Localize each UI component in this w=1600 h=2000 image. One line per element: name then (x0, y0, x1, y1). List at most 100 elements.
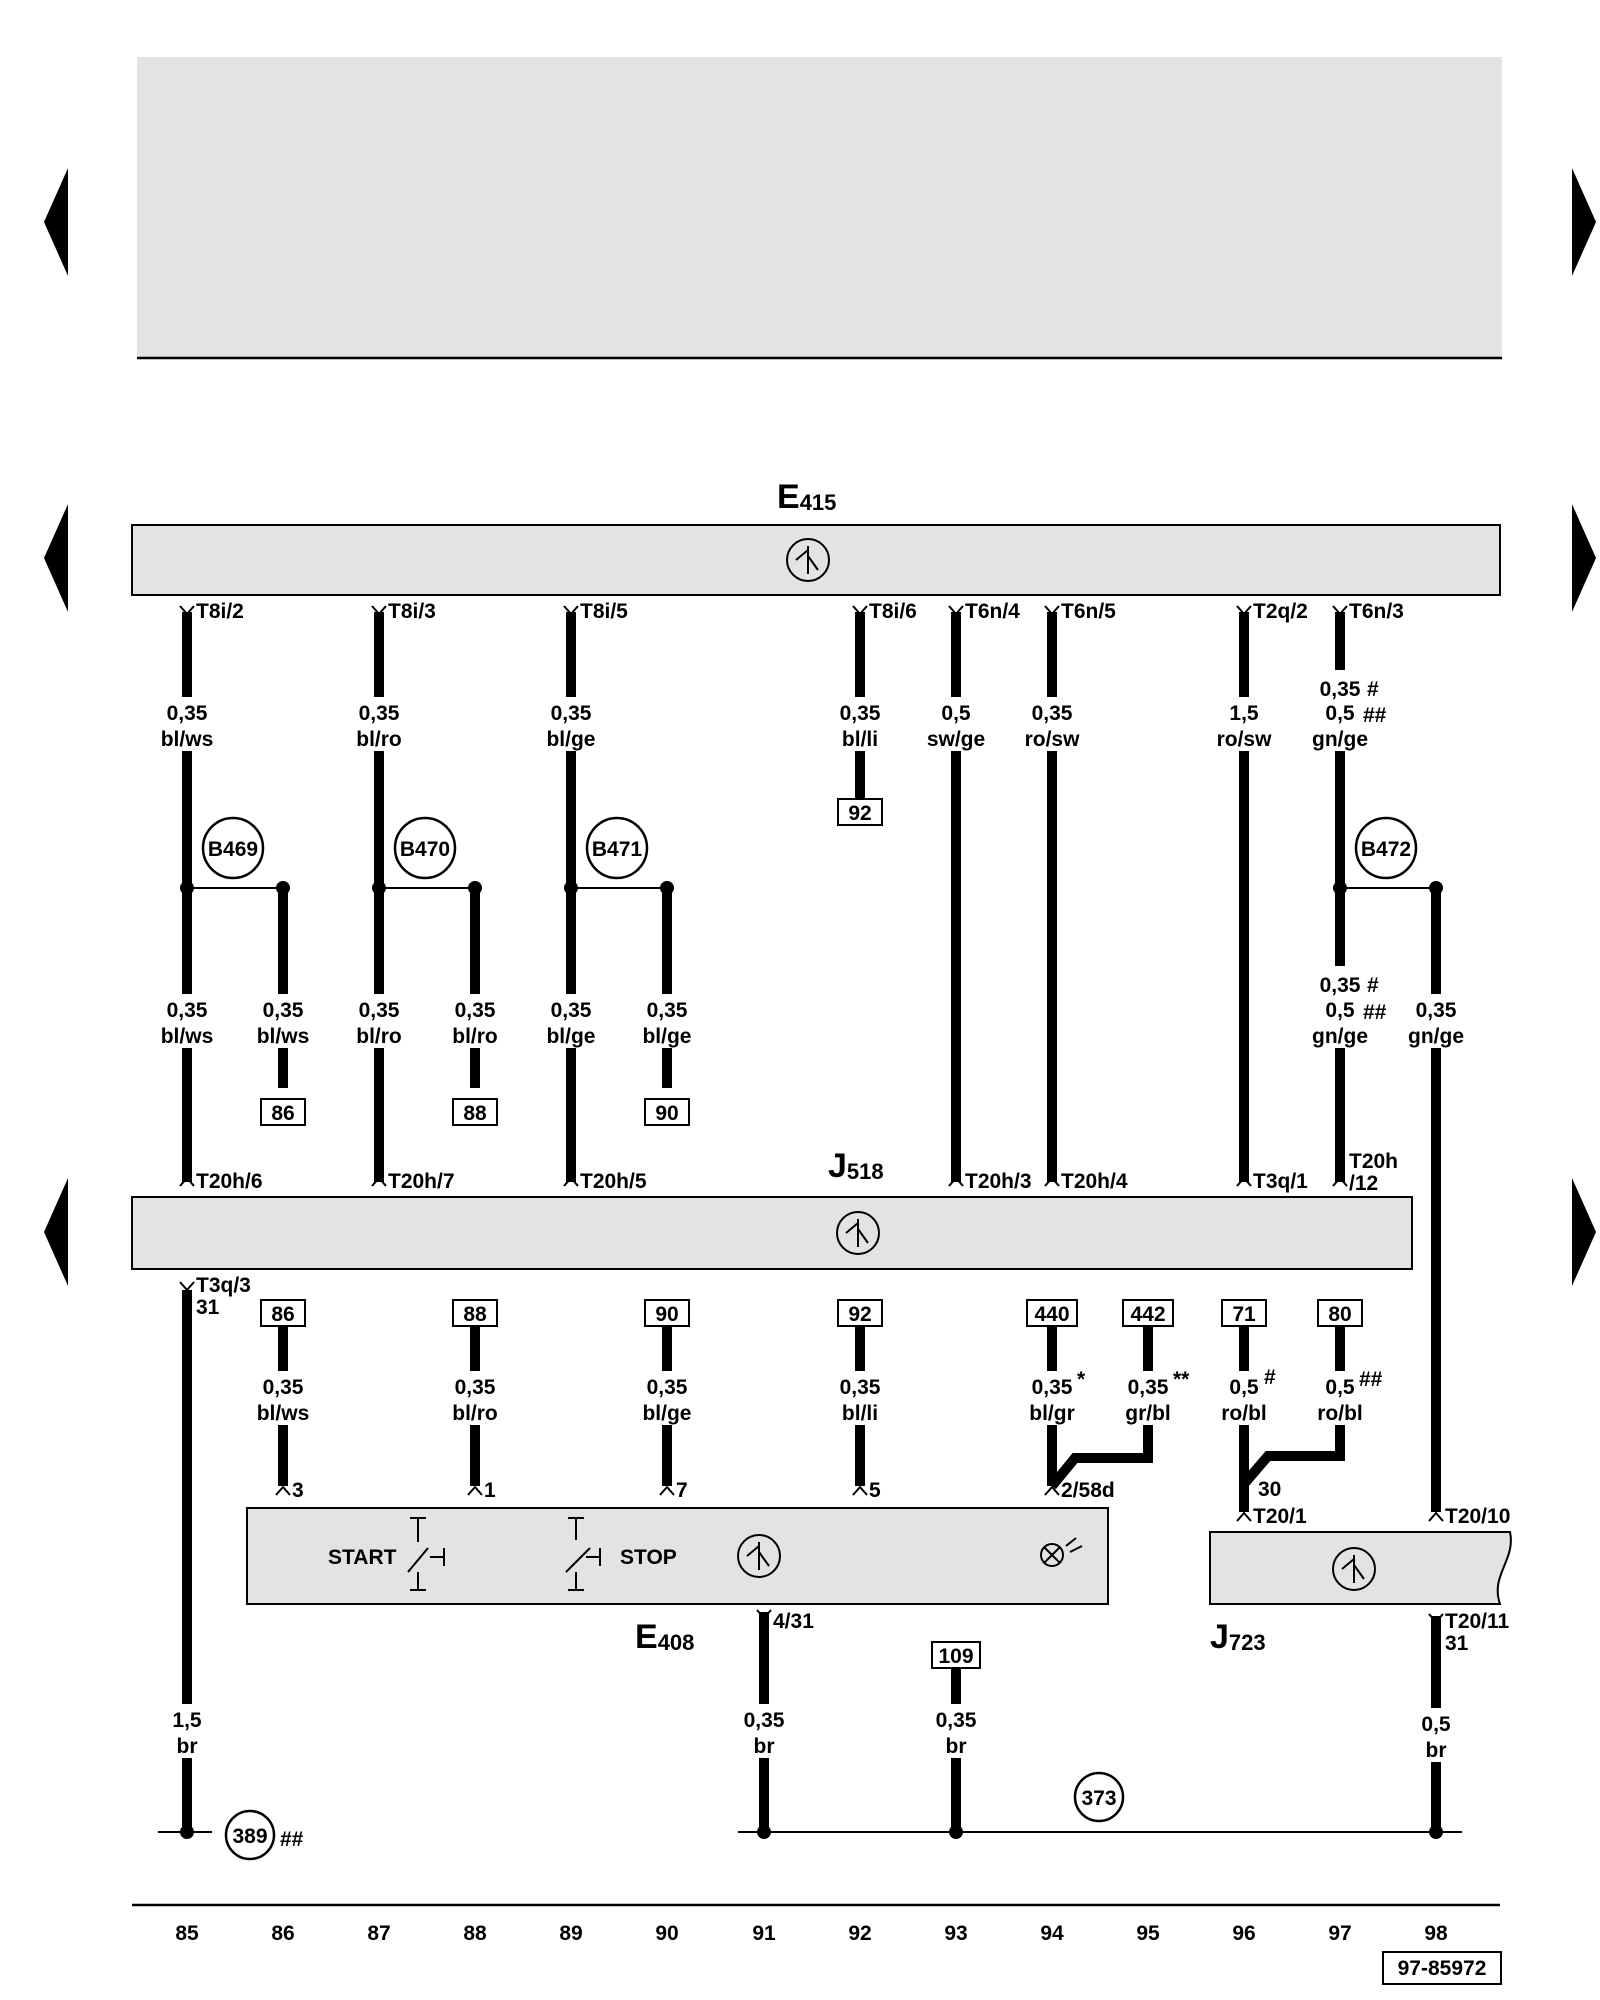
svg-text:92: 92 (848, 1303, 871, 1326)
e408-start-label: START (328, 1546, 397, 1569)
svg-text:0,35: 0,35 (840, 702, 881, 725)
svg-text:bl/ge: bl/ge (546, 728, 595, 751)
svg-text:94: 94 (1040, 1922, 1064, 1945)
svg-text:0,35: 0,35 (263, 1376, 304, 1399)
svg-text:0,5: 0,5 (1325, 999, 1355, 1022)
e415-label: E415 (777, 478, 836, 516)
j518-top-pin-arrows (179, 1176, 1348, 1187)
svg-text:440: 440 (1034, 1303, 1069, 1326)
e408-label: E408 (635, 1618, 694, 1656)
ref-box-109[interactable]: 109 (931, 1641, 981, 1669)
header-grey-panel (137, 57, 1502, 357)
svg-text:86: 86 (271, 1102, 294, 1125)
j723-pin-31: 31 (1445, 1632, 1469, 1655)
connector-b469: B469 (201, 816, 265, 880)
j518-pin-1: T20h/6 (196, 1170, 263, 1193)
e408-electronic-symbol-icon (737, 1534, 781, 1578)
e415-electronic-symbol-icon (786, 538, 830, 582)
svg-text:br: br (177, 1735, 198, 1758)
svg-text:**: ** (1173, 1368, 1190, 1391)
svg-text:*: * (1077, 1368, 1086, 1391)
j723-bottom-pin-arrow (1428, 1613, 1444, 1624)
prev-page-arrow-2[interactable] (44, 504, 68, 612)
svg-text:97-85972: 97-85972 (1398, 1957, 1487, 1980)
svg-text:109: 109 (938, 1645, 973, 1668)
svg-text:0,35: 0,35 (167, 702, 208, 725)
e415-pin-6: T6n/5 (1061, 600, 1116, 623)
svg-text:373: 373 (1081, 1787, 1116, 1810)
j518-bottom-pin: T3q/3 (196, 1274, 251, 1297)
ground-point-389: 389 ## (224, 1809, 304, 1861)
e415-pin-5: T6n/4 (965, 600, 1020, 623)
svg-text:##: ## (1363, 1001, 1387, 1024)
svg-text:bl/gr: bl/gr (1029, 1402, 1075, 1425)
svg-text:0,35: 0,35 (647, 999, 688, 1022)
e415-pin-4: T8i/6 (869, 600, 917, 623)
svg-text:88: 88 (463, 1922, 487, 1945)
j518-pin-7b: /12 (1349, 1172, 1378, 1195)
svg-text:0,35: 0,35 (359, 702, 400, 725)
ref-box-86-top[interactable]: 86 (260, 1098, 306, 1126)
svg-text:87: 87 (367, 1922, 390, 1945)
svg-text:0,35: 0,35 (359, 999, 400, 1022)
svg-text:gn/ge: gn/ge (1408, 1025, 1464, 1048)
svg-text:0,35: 0,35 (1320, 974, 1361, 997)
e415-pin-3: T8i/5 (580, 600, 628, 623)
svg-text:bl/ws: bl/ws (161, 1025, 214, 1048)
svg-text:86: 86 (271, 1303, 294, 1326)
ref-box-92-top[interactable]: 92 (837, 798, 883, 826)
next-page-arrow-1[interactable] (1572, 168, 1596, 276)
svg-text:0,5: 0,5 (1229, 1376, 1259, 1399)
j723-pin-t20-11: T20/11 (1445, 1610, 1510, 1633)
svg-text:B470: B470 (400, 838, 450, 861)
svg-text:gr/bl: gr/bl (1125, 1402, 1171, 1425)
svg-text:bl/ge: bl/ge (642, 1402, 691, 1425)
svg-text:B472: B472 (1361, 838, 1411, 861)
j518-pin-5: T20h/4 (1061, 1170, 1128, 1193)
e408-pin-4-31: 4/31 (773, 1610, 814, 1633)
svg-text:0,35: 0,35 (1320, 678, 1361, 701)
svg-text:bl/ro: bl/ro (356, 728, 402, 751)
e415-pin-1: T8i/2 (196, 600, 244, 623)
svg-text:0,35: 0,35 (840, 1376, 881, 1399)
svg-text:B471: B471 (592, 838, 643, 861)
e415-pin-7: T2q/2 (1253, 600, 1308, 623)
svg-text:0,35: 0,35 (1128, 1376, 1169, 1399)
svg-text:88: 88 (463, 1102, 487, 1125)
ref-boxes-bottom[interactable]: 86 88 90 92 440 442 71 80 (260, 1299, 1363, 1327)
ref-box-88-top[interactable]: 88 (452, 1098, 498, 1126)
ground-point-373: 373 (1073, 1771, 1125, 1823)
e408-pin-arrows (275, 1485, 1444, 1522)
svg-text:0,35: 0,35 (455, 1376, 496, 1399)
svg-text:0,35: 0,35 (1416, 999, 1457, 1022)
connector-b472: B472 (1354, 816, 1418, 880)
ground-connections (158, 1825, 1462, 1839)
svg-text:##: ## (1359, 1368, 1383, 1391)
svg-text:gn/ge: gn/ge (1312, 728, 1368, 751)
svg-text:442: 442 (1130, 1303, 1165, 1326)
svg-text:br: br (1426, 1739, 1447, 1762)
connector-b471: B471 (585, 816, 649, 880)
svg-text:91: 91 (752, 1922, 776, 1945)
svg-text:bl/ge: bl/ge (642, 1025, 691, 1048)
svg-text:#: # (1367, 974, 1379, 997)
svg-text:br: br (946, 1735, 967, 1758)
prev-page-arrow-1[interactable] (44, 168, 68, 276)
svg-text:0,5: 0,5 (1421, 1713, 1451, 1736)
svg-text:br: br (754, 1735, 775, 1758)
svg-text:1,5: 1,5 (1229, 702, 1259, 725)
svg-text:97: 97 (1328, 1922, 1351, 1945)
next-page-arrow-2[interactable] (1572, 504, 1596, 612)
wire-labels-low: 0,35 bl/ws 0,35 bl/ro 0,35 bl/ge 0,35 bl… (251, 1366, 1383, 1425)
ref-box-90-top[interactable]: 90 (644, 1098, 690, 1126)
next-page-arrow-3[interactable] (1572, 1178, 1596, 1286)
prev-page-arrow-3[interactable] (44, 1178, 68, 1286)
svg-text:85: 85 (175, 1922, 199, 1945)
e408-component-box (246, 1507, 1109, 1605)
e408-pin-3: 3 (292, 1479, 304, 1502)
svg-text:##: ## (280, 1828, 304, 1851)
j723-electronic-symbol-icon (1332, 1547, 1376, 1591)
track-numbers: 85 86 87 88 89 90 91 92 93 94 95 96 97 9… (175, 1922, 1448, 1945)
svg-text:80: 80 (1328, 1303, 1351, 1326)
svg-text:ro/bl: ro/bl (1317, 1402, 1363, 1425)
